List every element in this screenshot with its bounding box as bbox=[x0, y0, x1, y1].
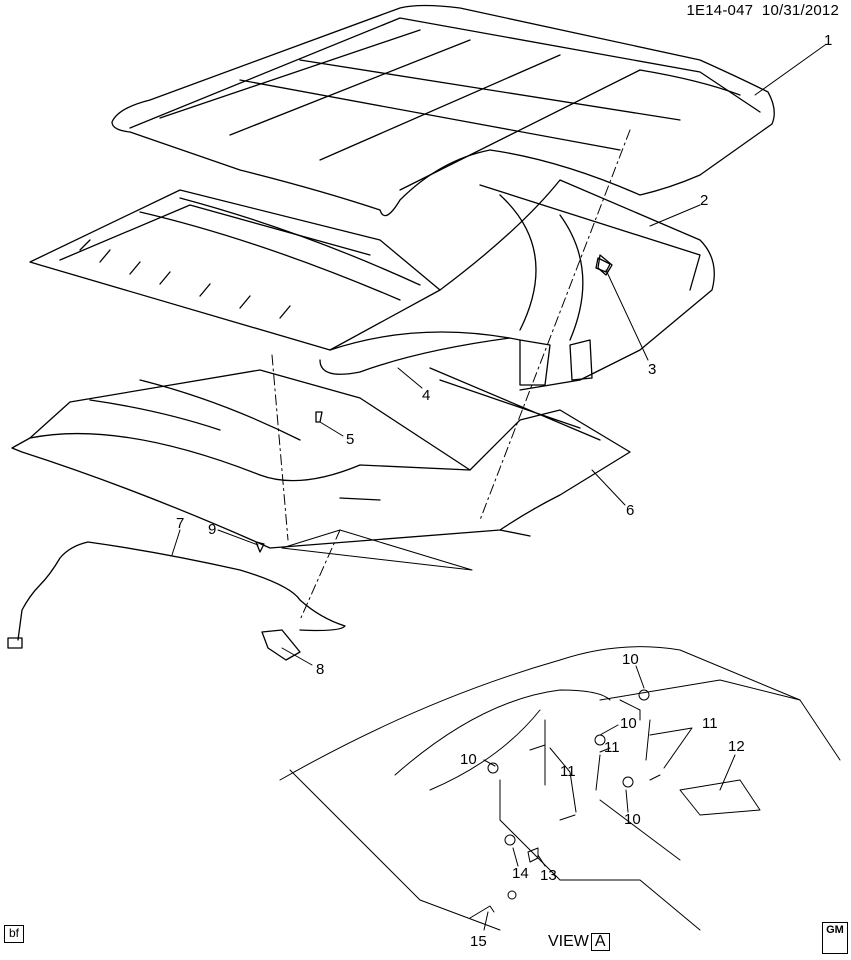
callout-4: 4 bbox=[422, 387, 431, 404]
callout-7: 7 bbox=[176, 515, 185, 532]
gm-logo: GM bbox=[822, 922, 848, 954]
callout-1: 1 bbox=[824, 32, 833, 49]
bf-tag: bf bbox=[4, 925, 25, 943]
part-4-cable bbox=[319, 337, 511, 375]
diagram-code: 1E14-047 bbox=[686, 2, 754, 19]
callout-10-left: 10 bbox=[460, 751, 477, 768]
callout-15: 15 bbox=[470, 933, 487, 950]
callout-3: 3 bbox=[648, 361, 657, 378]
callout-5: 5 bbox=[346, 431, 355, 448]
callout-6: 6 bbox=[626, 502, 635, 519]
fasteners bbox=[255, 257, 611, 553]
view-a-leader-lines bbox=[483, 665, 736, 931]
part-1-top-cover bbox=[111, 4, 775, 217]
callout-11-mid: 11 bbox=[604, 739, 620, 756]
alignment-lines bbox=[271, 129, 631, 621]
view-letter-box: A bbox=[590, 933, 610, 951]
callout-8: 8 bbox=[316, 661, 325, 678]
callout-11-left: 11 bbox=[560, 763, 576, 780]
callout-10-top: 10 bbox=[622, 651, 639, 668]
callout-2: 2 bbox=[700, 192, 709, 209]
part-7-harness bbox=[7, 541, 346, 649]
part-8-bracket bbox=[261, 629, 301, 661]
part-2-frame bbox=[29, 179, 715, 391]
view-label: VIEW bbox=[548, 933, 589, 950]
diagram-date: 10/31/2012 bbox=[761, 2, 839, 19]
callout-13: 13 bbox=[540, 867, 557, 884]
part-6-rear-cover bbox=[11, 367, 631, 549]
leader-lines bbox=[171, 44, 826, 666]
diagram-header: 1E14-047 10/31/2012 bbox=[687, 2, 839, 19]
gm-logo-text: GM bbox=[826, 924, 844, 936]
callout-14: 14 bbox=[512, 865, 529, 882]
callout-11-right: 11 bbox=[702, 715, 718, 732]
callout-10-mid: 10 bbox=[620, 715, 637, 732]
callout-9: 9 bbox=[208, 521, 217, 538]
callout-12: 12 bbox=[728, 738, 745, 755]
view-a-inset bbox=[279, 646, 841, 931]
callout-10-bottom: 10 bbox=[624, 811, 641, 828]
